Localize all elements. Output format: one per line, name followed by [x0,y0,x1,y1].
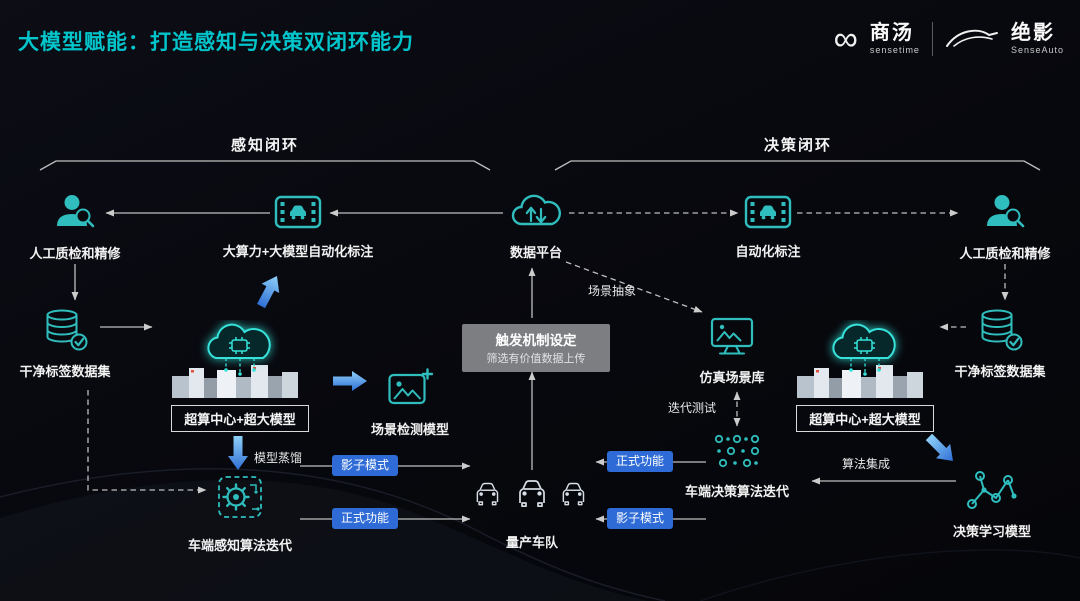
node-label: 车端决策算法迭代 [684,484,789,499]
node-label: 自动化标注 [735,244,801,259]
edge-label-scene-abstraction: 场景抽象 [588,284,637,298]
node-data-platform: 数据平台 [476,191,596,261]
tag-formal-function-right: 正式功能 [607,451,673,472]
sensetime-logo-subtext: sensetime [869,44,920,55]
graph-model-icon [967,471,1017,509]
supercomputer-icon [797,323,923,398]
simulation-monitor-icon [710,317,754,355]
node-scene-detection: 场景检测模型 [350,366,470,438]
tag-formal-function-left: 正式功能 [332,508,398,529]
senseauto-logo-icon [945,29,998,47]
node-label: 人工质检和精修 [959,246,1051,261]
senseauto-logo-subtext: SenseAuto [1010,44,1064,55]
logo-area: ∞ 商汤 sensetime 绝影 SenseAuto [834,22,1064,56]
node-label: 仿真场景库 [699,370,765,385]
blue-arrow-supercomputer-up [257,275,280,309]
logo-divider [931,22,933,56]
senseauto-logo-text: 绝影 [1010,21,1055,44]
node-label: 量产车队 [505,535,558,550]
trigger-subtitle: 筛选有价值数据上传 [486,353,586,365]
senseauto-logo: 绝影 SenseAuto [1010,21,1064,55]
edge-label-model-distillation: 模型蒸馏 [254,451,303,465]
scene-image-icon [388,368,433,405]
node-supercomputer-left: 超算中心+超大模型 [160,320,320,432]
node-label: 决策学习模型 [952,524,1031,539]
trigger-mechanism-box: 触发机制设定 筛选有价值数据上传 [462,324,610,372]
node-perception-iteration: 车端感知算法迭代 [170,474,310,554]
decision-loop-title: 决策闭环 [763,137,832,154]
node-decision-iteration: 车端决策算法迭代 [667,432,807,500]
chip-gear-icon [218,476,262,518]
database-check-icon [46,309,88,351]
node-clean-dataset-left: 干净标签数据集 [5,306,125,380]
node-label-boxed: 超算中心+超大模型 [171,405,309,432]
node-label: 数据平台 [509,245,562,260]
perception-loop-bracket [39,160,491,171]
page-title: 大模型赋能：打造感知与决策双闭环能力 [18,31,414,54]
node-auto-annotation: 自动化标注 [708,192,828,260]
node-fleet: 量产车队 [472,474,592,551]
perception-loop-title: 感知闭环 [230,137,299,154]
edge-label-algo-integration: 算法集成 [842,457,891,471]
dots-matrix-icon [714,434,760,468]
node-label: 干净标签数据集 [19,364,111,379]
blue-arrow-to-decision-model [925,433,954,462]
decision-loop-bracket [554,160,1041,171]
inspector-person-icon [987,195,1025,228]
trigger-title: 触发机制设定 [495,333,577,348]
supercomputer-icon [172,323,298,398]
blue-arrow-model-distillation [228,436,248,470]
tag-shadow-mode-right: 影子模式 [607,508,673,529]
node-label: 场景检测模型 [370,422,449,437]
node-label: 大算力+大模型自动化标注 [222,244,374,259]
node-supercomputer-right: 超算中心+超大模型 [785,320,945,432]
fleet-cars-icon [476,480,585,508]
inspector-person-icon [57,195,95,228]
sensetime-logo-text: 商汤 [869,21,914,44]
node-manual-qc-right: 人工质检和精修 [945,190,1065,262]
node-label: 干净标签数据集 [954,364,1046,379]
edge-label-iteration-test: 迭代测试 [668,401,717,415]
tag-shadow-mode-left: 影子模式 [332,455,398,476]
annotation-film-icon [274,195,322,229]
annotation-film-icon [744,195,792,229]
node-big-compute-annotation: 大算力+大模型自动化标注 [198,192,398,260]
database-check-icon [981,309,1023,351]
node-clean-dataset-right: 干净标签数据集 [940,306,1060,380]
node-label: 车端感知算法迭代 [187,538,292,553]
node-manual-qc-left: 人工质检和精修 [15,190,135,262]
node-simulation-library: 仿真场景库 [672,316,792,386]
node-label: 人工质检和精修 [29,246,121,261]
cloud-data-icon [511,194,561,226]
node-decision-model: 决策学习模型 [932,468,1052,540]
sensetime-logo: 商汤 sensetime [869,21,920,55]
node-label-boxed: 超算中心+超大模型 [796,405,934,432]
sensetime-logo-icon: ∞ [833,20,858,58]
